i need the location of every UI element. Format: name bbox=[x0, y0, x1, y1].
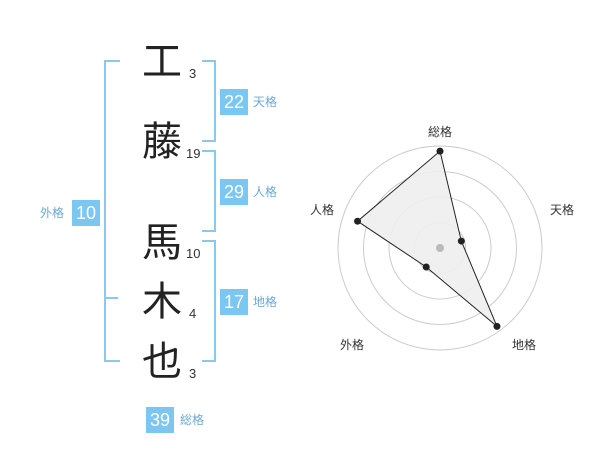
name-char-1: 工 bbox=[142, 39, 182, 85]
jinkaku-value: 29 bbox=[220, 179, 249, 205]
gaikaku-value: 10 bbox=[72, 200, 101, 226]
stroke-count-4: 4 bbox=[189, 306, 197, 321]
radar-point-5 bbox=[354, 217, 362, 225]
radar-axis-label-soukaku: 総格 bbox=[428, 125, 453, 139]
jinkaku-label: 人格 bbox=[253, 185, 278, 199]
chikaku-bracket bbox=[202, 240, 216, 362]
gaikaku-label: 外格 bbox=[40, 206, 65, 220]
radar-point-4 bbox=[422, 263, 430, 271]
soukaku-value: 39 bbox=[146, 407, 175, 433]
stroke-count-5: 3 bbox=[189, 366, 197, 381]
name-char-3: 馬 bbox=[142, 220, 182, 266]
radar-center-dot bbox=[436, 244, 444, 252]
stroke-count-1: 3 bbox=[189, 66, 197, 81]
radar-series-polygon bbox=[356, 150, 498, 327]
radar-axis-label-jinkaku: 人格 bbox=[310, 203, 335, 217]
radar-axis-label-tenkaku: 天格 bbox=[550, 203, 575, 217]
tenkaku-value: 22 bbox=[220, 89, 249, 115]
soukaku-label: 総格 bbox=[180, 413, 205, 427]
stroke-count-3: 10 bbox=[186, 246, 201, 261]
name-char-5: 也 bbox=[142, 339, 182, 385]
tenkaku-label: 天格 bbox=[253, 95, 278, 109]
name-char-4: 木 bbox=[142, 279, 182, 325]
gaikaku-bracket bbox=[104, 60, 120, 362]
tenkaku-bracket bbox=[202, 60, 216, 142]
chikaku-label: 地格 bbox=[253, 295, 278, 309]
radar-grid-ring bbox=[337, 145, 543, 351]
radar-point-1 bbox=[436, 147, 444, 155]
radar-axis-label-gaikaku: 外格 bbox=[340, 338, 365, 352]
gaikaku-bracket-split bbox=[106, 297, 118, 299]
radar-axis-label-chikaku: 地格 bbox=[512, 338, 537, 352]
radar-point-3 bbox=[493, 322, 501, 330]
radar-point-2 bbox=[457, 237, 465, 245]
stroke-count-2: 19 bbox=[186, 146, 201, 161]
chikaku-value: 17 bbox=[220, 289, 249, 315]
name-char-2: 藤 bbox=[142, 119, 182, 165]
jinkaku-bracket bbox=[202, 150, 216, 232]
